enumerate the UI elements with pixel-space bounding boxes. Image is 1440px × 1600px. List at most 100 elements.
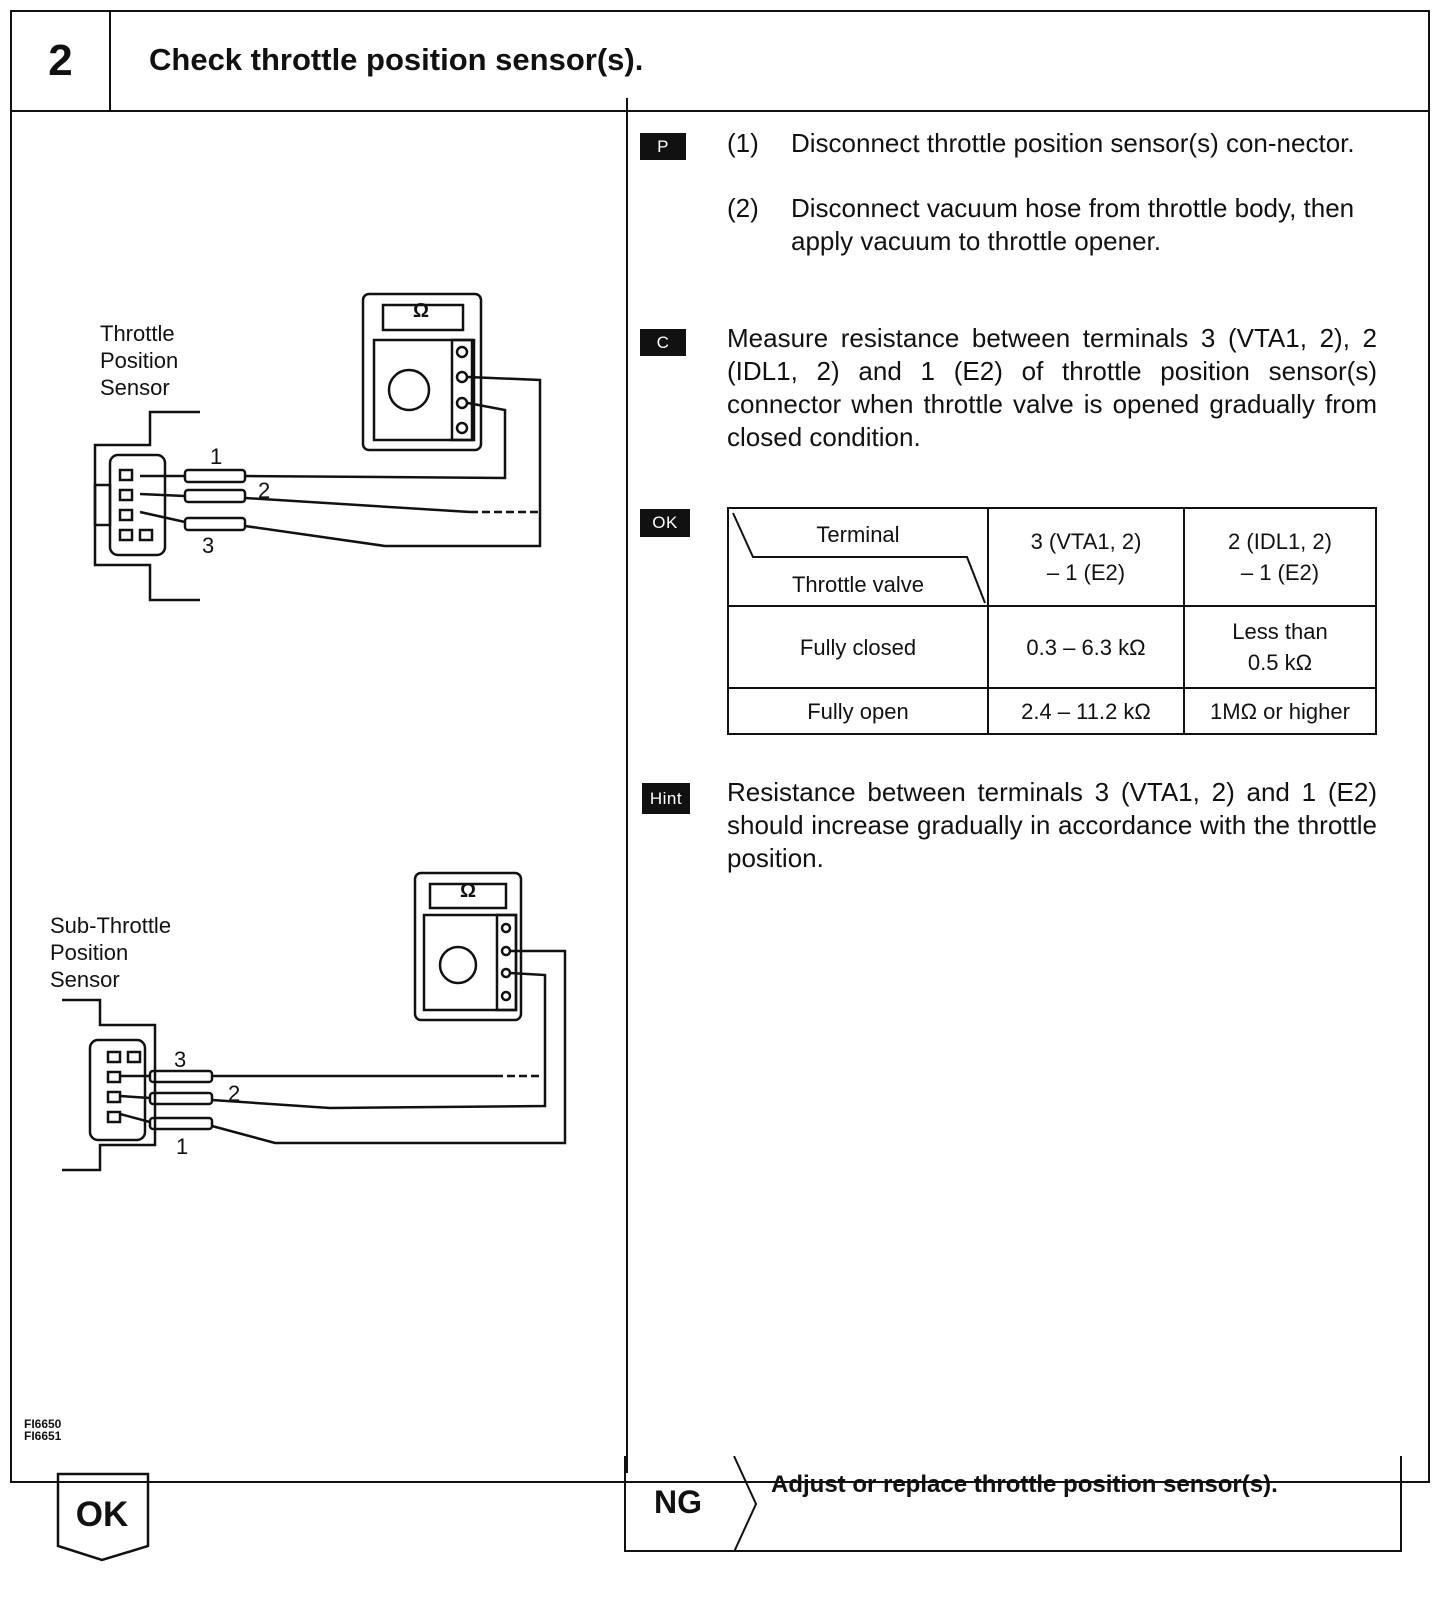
ohm-symbol-1: Ω [413, 300, 430, 322]
header-line: 3 (VTA1, 2) [1030, 529, 1142, 554]
probe-2-1 [148, 1116, 214, 1131]
sensor-1-pin [118, 528, 134, 542]
sensor-1-pin [138, 528, 154, 542]
table-cell: 0.3 – 6.3 kΩ [987, 605, 1185, 689]
wire-2 [244, 496, 471, 514]
sensor-2-pin [106, 1050, 122, 1064]
meter-face-1 [372, 338, 476, 442]
ng-action-text: Adjust or replace throttle position sens… [771, 1471, 1278, 1498]
sensor-2-label-line: Position [50, 940, 129, 965]
wire-3-lead [139, 510, 186, 524]
meter-display-1 [381, 303, 465, 332]
sensor-1-label-line: Sensor [100, 375, 170, 400]
ng-arrow-shape [733, 1456, 758, 1552]
meter-jack-2d [500, 990, 512, 1002]
table-cell: 1MΩ or higher [1183, 687, 1377, 735]
meter-dial-2 [438, 945, 478, 985]
corner-bottom-label: Throttle valve [791, 572, 925, 597]
ohmmeter-2 [413, 871, 523, 1022]
step-index: (2) [727, 193, 759, 223]
terminal-label: 1 [210, 444, 223, 469]
ok-arrow-shape [56, 1472, 150, 1562]
hint-badge: Hint [642, 783, 690, 814]
corner-diagonal [732, 512, 986, 604]
row-label: Fully open [727, 687, 989, 735]
sensor-2-label-line: Sensor [50, 967, 120, 992]
cell-line: Less than [1232, 619, 1328, 644]
terminal-label: 1 [176, 1134, 189, 1159]
check-badge: C [640, 329, 686, 356]
step-number: 2 [12, 12, 111, 110]
header-line: – 1 (E2) [1240, 560, 1320, 585]
sensor-1-connector [108, 453, 167, 557]
meter-jack-2c [500, 967, 512, 979]
sensor-1-label: Throttle Position Sensor [100, 320, 178, 401]
table-cell: Less than 0.5 kΩ [1183, 605, 1377, 689]
table-row: Fully closed 0.3 – 6.3 kΩ Less than 0.5 … [727, 605, 1377, 689]
wire-2-1-lead [119, 1112, 151, 1124]
sensor-2-pin [126, 1050, 142, 1064]
sensor-2-pin [106, 1070, 122, 1084]
sensor-2-pin [106, 1110, 122, 1124]
ok-badge: OK [640, 509, 690, 537]
meter-jack-1c [455, 396, 469, 410]
sensor-1-pin [118, 488, 134, 502]
sensor-2-pin [106, 1090, 122, 1104]
meter-jack-1a [455, 345, 469, 359]
terminal-label: 2 [228, 1081, 241, 1106]
meter-display-2 [428, 882, 508, 910]
table-corner-cell: Terminal Throttle valve [727, 507, 989, 607]
sensor-2-body [62, 998, 157, 1172]
step-text: Disconnect throttle position sensor(s) c… [791, 128, 1355, 158]
terminal-label: 3 [174, 1047, 187, 1072]
meter-jack-1d [455, 421, 469, 435]
wire-3 [244, 375, 542, 548]
meter-jack-2a [500, 922, 512, 934]
sensor-1-latch [93, 483, 112, 527]
column-divider [626, 98, 628, 1473]
wire-2-2 [211, 971, 547, 1110]
figure-id: FI6651 [24, 1429, 62, 1443]
table-cell: 2.4 – 11.2 kΩ [987, 687, 1185, 735]
figure-id: FI6650 [24, 1417, 62, 1431]
preparation-badge: P [640, 133, 686, 160]
terminal-label: 3 [202, 533, 215, 558]
probe-2-2 [148, 1091, 214, 1106]
wire-2-lead [139, 492, 186, 498]
wiring-figure [62, 292, 567, 1172]
sensor-1-label-line: Throttle [100, 321, 175, 346]
sensor-1-label-line: Position [100, 348, 179, 373]
meter-jack-1b [455, 370, 469, 384]
header: 2 Check throttle position sensor(s). [12, 12, 1428, 112]
table-row: Fully open 2.4 – 11.2 kΩ 1MΩ or higher [727, 687, 1377, 735]
step-index: (1) [727, 128, 759, 158]
sensor-1-pin [118, 508, 134, 522]
meter-jack-2b [500, 945, 512, 957]
terminal-label: 2 [258, 478, 271, 503]
cell-line: 0.5 kΩ [1247, 650, 1313, 675]
probe-3 [183, 516, 247, 532]
probe-1 [183, 468, 247, 484]
procedure-frame: 2 Check throttle position sensor(s). [10, 10, 1430, 1483]
sensor-1-pin [118, 468, 134, 482]
corner-top-label: Terminal [816, 522, 900, 547]
meter-dial-1 [387, 368, 431, 412]
sensor-2-label: Sub-Throttle Position Sensor [50, 912, 171, 993]
probe-2 [183, 488, 247, 504]
ohm-symbol-2: Ω [460, 880, 477, 902]
wire-2-2-lead [119, 1094, 151, 1100]
meter-jack-strip-1 [450, 338, 474, 442]
wire-1 [244, 401, 507, 480]
sensor-2-label-line: Sub-Throttle [50, 913, 172, 938]
hint-text: Resistance between terminals 3 (VTA1, 2)… [727, 777, 1377, 873]
meter-jack-strip-2 [495, 913, 518, 1012]
page-title: Check throttle position sensor(s). [149, 42, 644, 77]
check-instruction: Measure resistance between terminals 3 (… [727, 323, 1377, 452]
ohmmeter-1 [361, 292, 483, 452]
resistance-spec-table: Terminal Throttle valve 3 (VTA1, 2) – 1 … [727, 507, 1377, 735]
figure-ids: FI6650 FI6651 [24, 1418, 61, 1442]
row-label: Fully closed [727, 605, 989, 689]
ng-label: NG [654, 1484, 702, 1520]
header-line: – 1 (E2) [1046, 560, 1126, 585]
ng-box [624, 1456, 1402, 1552]
